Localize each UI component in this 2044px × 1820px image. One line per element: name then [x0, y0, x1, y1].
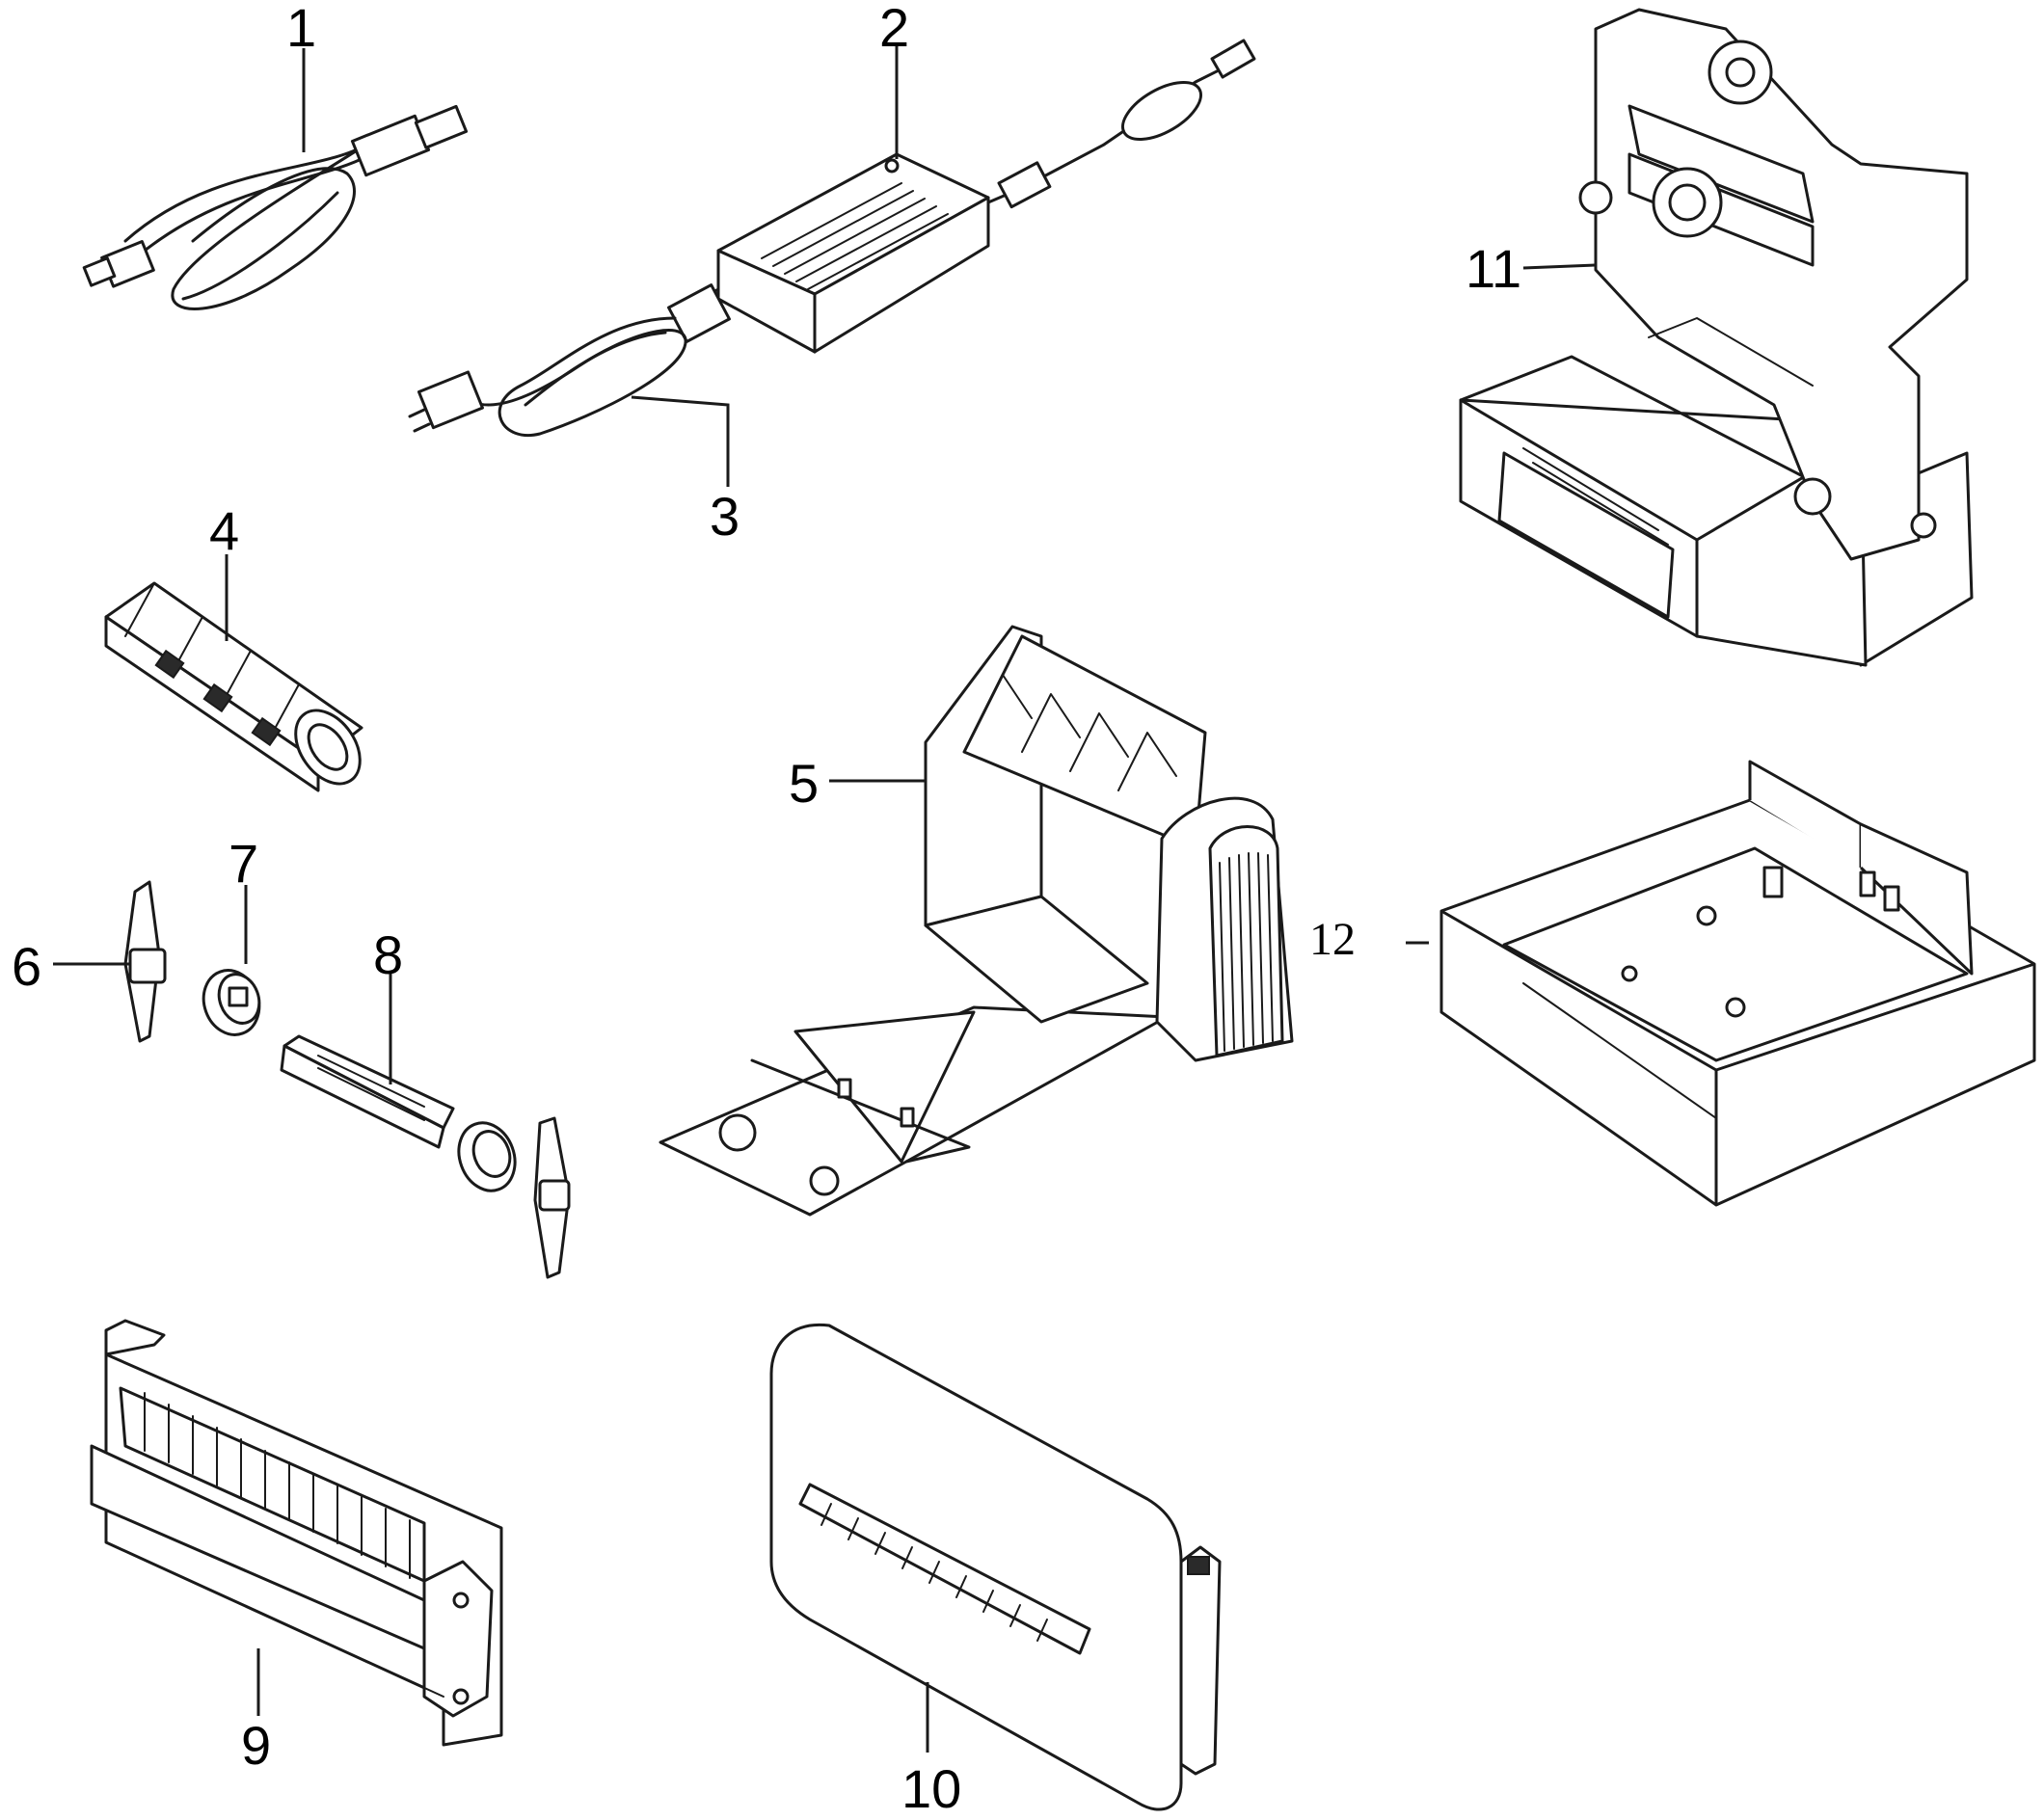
power-adapter-part: 2 3 [408, 0, 1256, 547]
printer-mechanism-part: 11 [1459, 8, 1974, 667]
usb-cable-part: 1 [82, 0, 469, 310]
callout-1: 1 [286, 0, 316, 58]
callout-5: 5 [789, 753, 819, 814]
callout-7: 7 [229, 833, 258, 894]
paper-core-part: 4 [104, 500, 363, 792]
callout-4: 4 [209, 500, 239, 561]
callout-3: 3 [710, 486, 740, 547]
callout-8: 8 [373, 924, 403, 985]
callout-12: 12 [1309, 914, 1356, 965]
adapter-ring-part: 7 [202, 833, 261, 1036]
callout-11: 11 [1466, 238, 1521, 299]
callout-9: 9 [241, 1715, 271, 1776]
cutter-module-part: 9 [90, 1319, 503, 1776]
callout-2: 2 [879, 0, 909, 58]
callout-6: 6 [12, 936, 41, 997]
bottom-housing-part: 12 [1309, 760, 2036, 1207]
callout-10: 10 [901, 1758, 961, 1819]
roll-holder-part: 5 [659, 625, 1294, 1217]
front-cover-part: 10 [769, 1323, 1222, 1819]
spindle-part: 8 [280, 924, 571, 1279]
spindle-plate-part: 6 [12, 880, 167, 1043]
